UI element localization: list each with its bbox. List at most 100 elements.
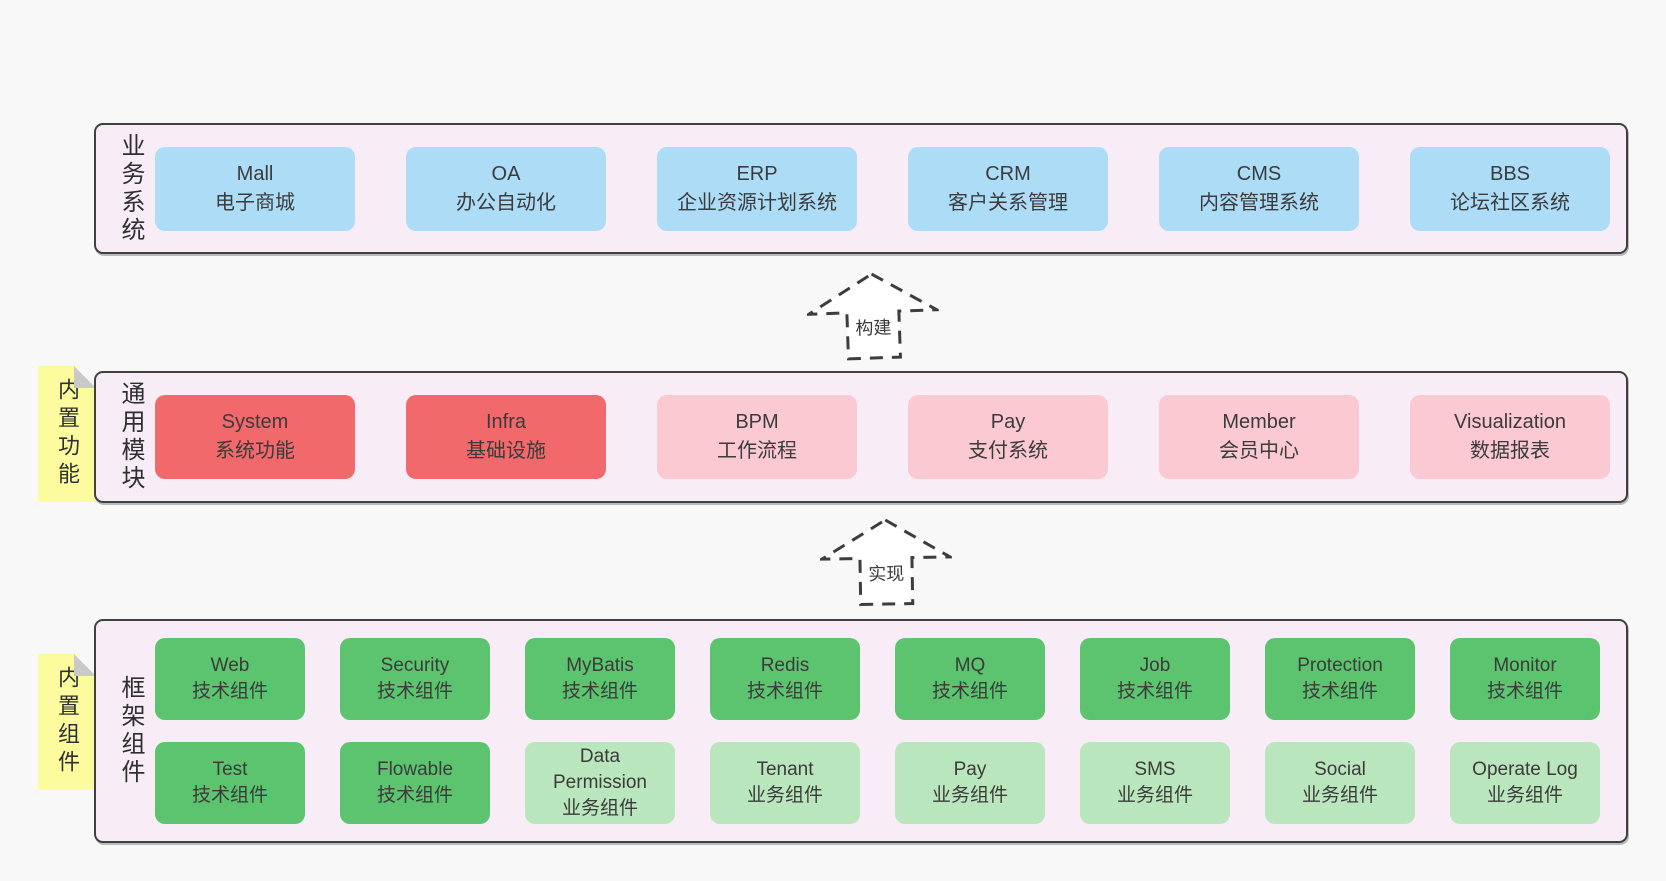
arrow-implement: 实现 [819,517,953,607]
diagram-box-system: System 系统功能 [155,395,355,479]
box-subtitle: 技术组件 [1116,681,1193,702]
box-subtitle: 技术组件 [1486,681,1563,702]
box-subtitle: 技术组件 [746,681,823,702]
box-subtitle: 办公自动化 [456,191,556,214]
diagram-box-sms: SMS 业务组件 [1080,742,1230,824]
diagram-box-test: Test 技术组件 [155,742,305,824]
box-subtitle: 支付系统 [968,440,1048,462]
box-title: OA [491,162,521,185]
sticky-note-built-in-components: 内置组件 [38,654,96,790]
diagram-box-operate-log: Operate Log 业务组件 [1450,742,1600,824]
box-subtitle: 电子商城 [215,191,295,214]
diagram-box-pay-component: Pay 业务组件 [895,742,1045,824]
box-title: Protection [1297,655,1383,676]
business-systems-row: Mall 电子商城 OA 办公自动化 ERP 企业资源计划系统 CRM 客户关系… [155,146,1610,231]
diagram-box-job: Job 技术组件 [1080,638,1230,720]
diagram-box-web: Web 技术组件 [155,638,305,720]
box-title: BBS [1489,162,1531,185]
box-title: Test [212,759,248,780]
box-subtitle: 业务组件 [1486,785,1563,806]
diagram-box-cms: CMS 内容管理系统 [1159,146,1359,231]
box-subtitle: 技术组件 [1301,681,1378,702]
band-label-common-modules: 通用模块 [117,381,144,493]
box-title: MQ [954,655,986,676]
diagram-box-mq: MQ 技术组件 [895,638,1045,720]
box-title: Monitor [1493,655,1557,676]
box-subtitle: 技术组件 [376,681,453,702]
box-subtitle: 技术组件 [931,681,1008,702]
box-subtitle: 企业资源计划系统 [677,191,837,214]
box-subtitle: 业务组件 [1301,785,1378,806]
box-title: Data Permission [553,746,647,793]
box-subtitle: 业务组件 [931,785,1008,806]
box-title: BPM [735,411,779,433]
sticky-note-label: 内置组件 [55,666,80,778]
sticky-note-label: 内置功能 [55,378,80,490]
box-title: Web [210,655,250,676]
arrow-label-implement: 实现 [864,559,908,587]
box-subtitle: 技术组件 [191,681,268,702]
diagram-box-tenant: Tenant 业务组件 [710,742,860,824]
box-subtitle: 会员中心 [1219,440,1299,462]
box-title: Flowable [376,759,454,780]
box-subtitle: 工作流程 [717,440,797,462]
box-subtitle: 内容管理系统 [1199,191,1319,214]
diagram-box-mybatis: MyBatis 技术组件 [525,638,675,720]
diagram-box-infra: Infra 基础设施 [406,395,606,479]
diagram-box-visualization: Visualization 数据报表 [1410,395,1610,479]
box-title: System [221,411,289,433]
box-subtitle: 技术组件 [561,681,638,702]
box-subtitle: 系统功能 [215,440,295,462]
diagram-box-oa: OA 办公自动化 [406,146,606,231]
box-title: MyBatis [566,655,634,676]
diagram-box-mall: Mall 电子商城 [155,146,355,231]
box-title: SMS [1134,759,1176,780]
band-framework-components: 框架组件 Web 技术组件 Security 技术组件 MyBatis 技术组件… [94,619,1628,843]
box-subtitle: 客户关系管理 [948,191,1068,214]
box-title: Member [1222,411,1296,433]
box-title: ERP [736,162,778,185]
framework-components-grid: Web 技术组件 Security 技术组件 MyBatis 技术组件 Redi… [155,638,1600,824]
band-label-business-systems: 业务系统 [117,132,144,245]
box-subtitle: 技术组件 [191,785,268,806]
box-title: Security [380,655,450,676]
box-title: Operate Log [1472,759,1578,780]
band-label-framework-components: 框架组件 [117,675,144,787]
box-subtitle: 论坛社区系统 [1450,191,1570,214]
diagram-box-pay-module: Pay 支付系统 [908,395,1108,479]
box-subtitle: 数据报表 [1470,440,1550,462]
diagram-box-protection: Protection 技术组件 [1265,638,1415,720]
box-title: CRM [985,162,1031,185]
diagram-box-member: Member 会员中心 [1159,395,1359,479]
box-title: Visualization [1454,411,1566,433]
arrow-label-build: 构建 [851,313,895,341]
diagram-box-bpm: BPM 工作流程 [657,395,857,479]
box-subtitle: 业务组件 [746,785,823,806]
box-subtitle: 基础设施 [466,440,546,462]
diagram-box-social: Social 业务组件 [1265,742,1415,824]
box-title: Infra [485,411,527,433]
biz-components-row: Test 技术组件 Flowable 技术组件 Data Permission … [155,742,1600,824]
box-title: Job [1139,655,1171,676]
arrow-build: 构建 [805,270,941,363]
box-subtitle: 业务组件 [1116,785,1193,806]
diagram-box-data-permission: Data Permission 业务组件 [525,742,675,824]
box-title: Redis [760,655,810,676]
box-title: Social [1314,759,1366,780]
diagram-box-crm: CRM 客户关系管理 [908,146,1108,231]
band-common-modules: 通用模块 System 系统功能 Infra 基础设施 BPM 工作流程 Pay… [94,371,1628,503]
box-title: Pay [953,759,987,780]
sticky-fold-icon [74,654,96,676]
box-title: Tenant [756,759,814,780]
box-subtitle: 技术组件 [376,785,453,806]
diagram-box-redis: Redis 技术组件 [710,638,860,720]
sticky-fold-icon [74,366,96,388]
box-title: Mall [236,162,274,185]
box-subtitle: 业务组件 [561,798,638,819]
diagram-box-monitor: Monitor 技术组件 [1450,638,1600,720]
diagram-box-security: Security 技术组件 [340,638,490,720]
diagram-box-flowable: Flowable 技术组件 [340,742,490,824]
diagram-box-bbs: BBS 论坛社区系统 [1410,146,1610,231]
box-title: CMS [1236,162,1282,185]
